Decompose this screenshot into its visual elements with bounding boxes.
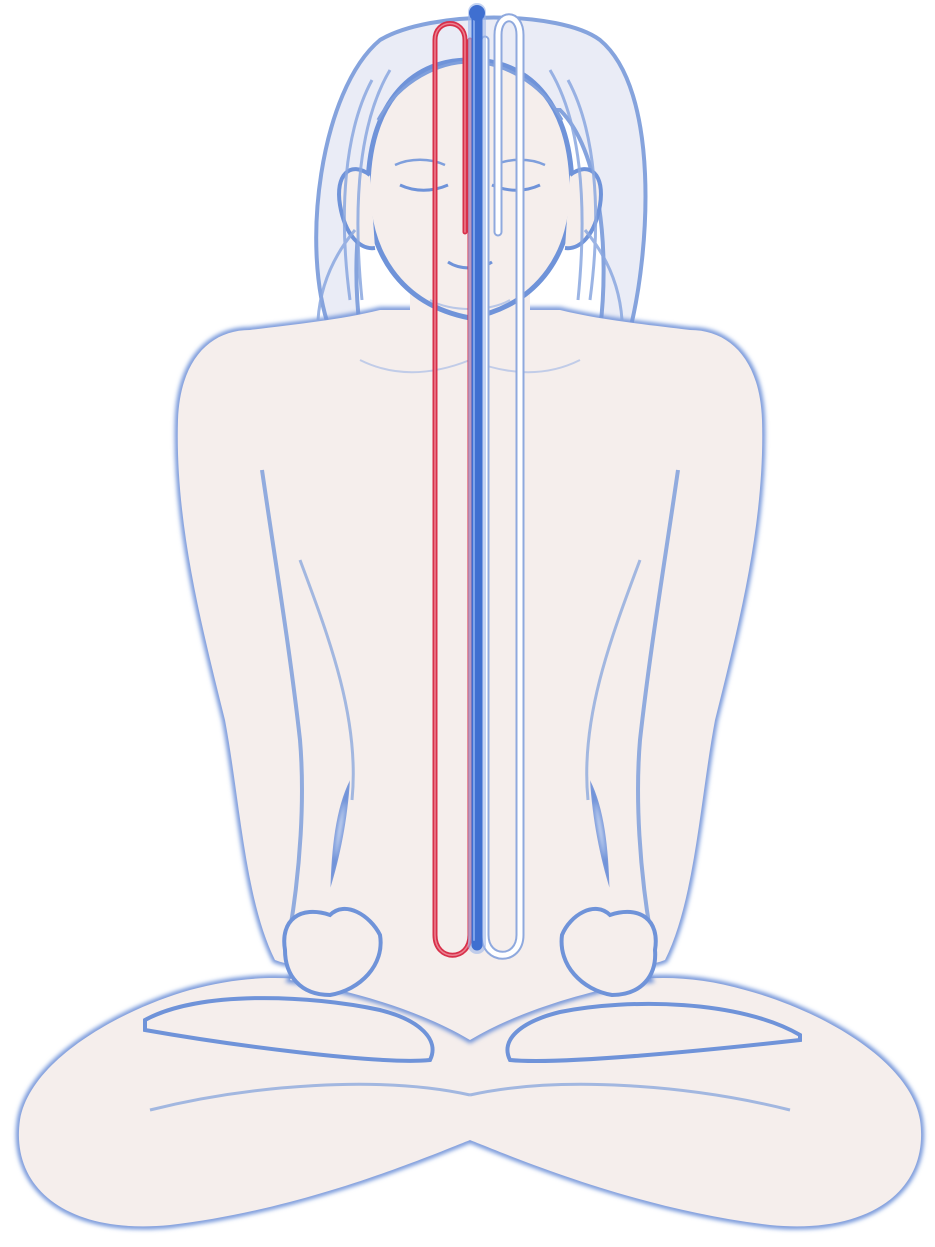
crown-aperture — [469, 5, 485, 21]
